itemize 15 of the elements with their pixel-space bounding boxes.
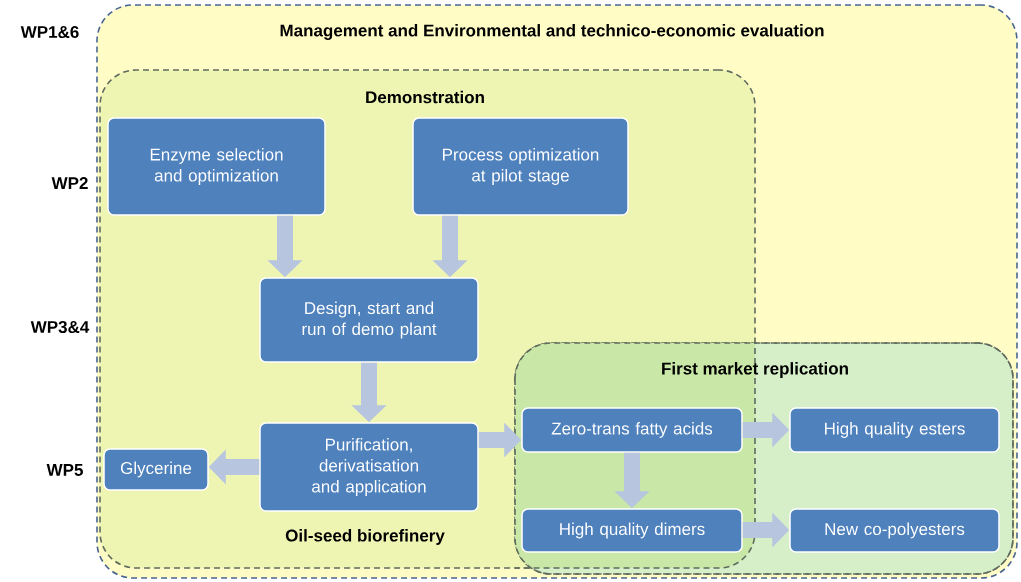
work-package-label: WP1&6: [20, 26, 79, 39]
process-box: Glycerine: [103, 448, 209, 491]
region-title: Management and Environmental and technico-economic evaluation: [280, 24, 824, 40]
work-package-label: WP3&4: [30, 320, 90, 334]
work-package-label: WP2: [51, 177, 88, 189]
process-box: Enzyme selection and optimization: [107, 117, 326, 216]
process-box: Purification, derivatisation and application: [259, 422, 479, 512]
work-package-label: WP5: [46, 464, 83, 476]
region-title: First market replication: [662, 362, 848, 378]
process-box: High quality esters: [789, 407, 1000, 453]
process-box: Zero-trans fatty acids: [521, 407, 743, 453]
process-box: New co-polyesters: [789, 508, 1000, 553]
process-box: High quality dimers: [521, 508, 743, 553]
process-box: Process optimization at pilot stage: [412, 117, 629, 216]
process-box: Design, start and run of demo plant: [259, 277, 479, 363]
